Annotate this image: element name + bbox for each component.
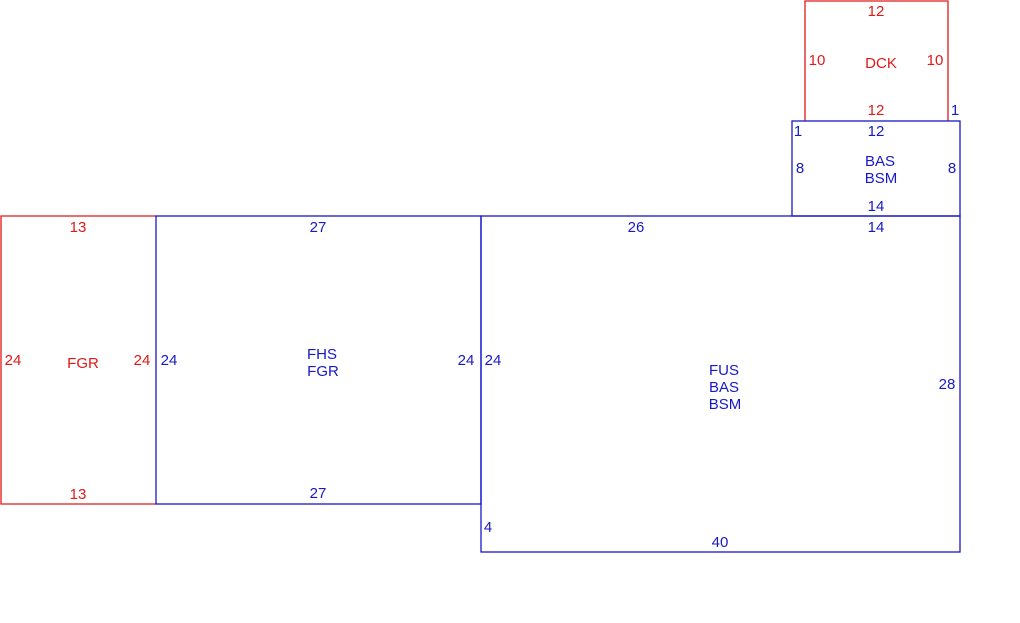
fus-dim-jog: 4 [484, 519, 492, 536]
area-fhs: 27 24 24 27 FHS FGR [155, 215, 482, 505]
fus-dim-bottom: 40 [712, 534, 729, 551]
fhs-code-2: FGR [307, 363, 339, 380]
fhs-dim-top: 27 [310, 219, 327, 236]
fus-dim-top-right: 14 [868, 219, 885, 236]
bas-small-dim-left: 8 [796, 160, 804, 177]
bas-small-code-2: BSM [865, 170, 898, 187]
fus-dim-right: 28 [939, 376, 956, 393]
fhs-dim-right: 24 [458, 352, 475, 369]
area-dck: 12 10 10 12 DCK [804, 0, 949, 121]
fus-code-2: BAS [709, 379, 739, 396]
dck-dim-left: 10 [809, 52, 826, 69]
fus-outline [480, 215, 961, 553]
dck-code: DCK [865, 55, 897, 72]
area-bas-small: 1 1 12 8 8 14 BAS BSM [791, 102, 961, 217]
fgr-dim-right: 24 [134, 352, 151, 369]
bas-small-corner-tl: 1 [794, 123, 802, 140]
fgr-dim-bottom: 13 [70, 486, 87, 503]
dck-dim-top: 12 [868, 3, 885, 20]
fgr-code: FGR [67, 355, 99, 372]
fgr-dim-left: 24 [5, 352, 22, 369]
area-fus: 26 14 24 4 28 40 FUS BAS BSM [480, 215, 961, 553]
fgr-dim-top: 13 [70, 219, 87, 236]
fus-code-3: BSM [709, 396, 742, 413]
fus-dim-left: 24 [485, 352, 502, 369]
fus-code-1: FUS [709, 362, 739, 379]
fus-dim-top-left: 26 [628, 219, 645, 236]
fhs-dim-bottom: 27 [310, 485, 327, 502]
dck-dim-bottom: 12 [868, 102, 885, 119]
fhs-dim-left: 24 [161, 352, 178, 369]
bas-small-dim-right: 8 [948, 160, 956, 177]
bas-small-dim-top: 12 [868, 123, 885, 140]
bas-small-code-1: BAS [865, 153, 895, 170]
dck-dim-right: 10 [927, 52, 944, 69]
area-fgr: 13 24 24 13 FGR [0, 215, 156, 505]
dck-outline [804, 0, 949, 121]
bas-small-dim-bottom: 14 [868, 198, 885, 215]
fgr-outline [0, 215, 156, 505]
bas-small-corner-tr: 1 [951, 102, 959, 119]
fhs-code-1: FHS [307, 346, 337, 363]
